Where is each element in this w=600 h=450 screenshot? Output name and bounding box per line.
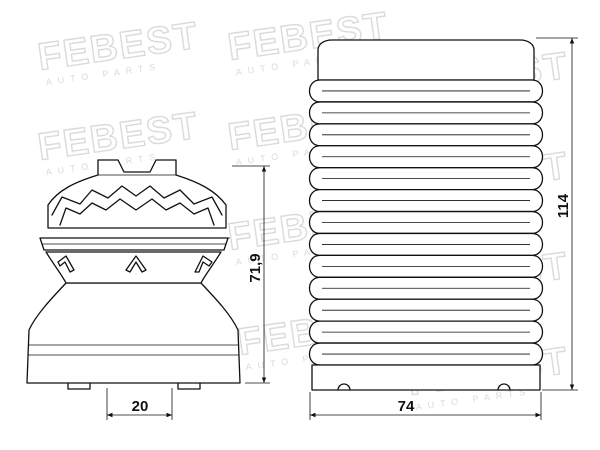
dimension-bump-stop-diameter: 20	[106, 388, 173, 420]
dust-boot-cap	[317, 39, 535, 81]
dust-boot-vent-hole	[497, 383, 511, 391]
bump-stop-base	[26, 282, 241, 384]
bump-stop-notch	[125, 255, 147, 273]
bump-stop-crown	[47, 159, 227, 229]
dust-boot-height-label: 114	[555, 193, 572, 218]
bump-stop-foot	[67, 382, 91, 390]
watermark-logo: FEBEST AUTO PARTS	[35, 14, 203, 87]
dimension-dust-boot-diameter: 74	[309, 392, 542, 420]
dust-boot-base	[311, 364, 541, 391]
dust-boot-drawing	[308, 39, 544, 391]
dust-boot-diameter-label: 74	[398, 398, 415, 415]
bump-stop-foot	[177, 382, 201, 390]
dimension-dust-boot-height: 114	[536, 37, 578, 391]
bump-stop-notch	[194, 255, 213, 273]
bump-stop-crown-teeth	[59, 198, 215, 226]
dimension-bump-stop-height: 71,9	[232, 165, 270, 384]
bump-stop-notch	[57, 255, 75, 273]
bump-stop-drawing	[26, 159, 241, 390]
bump-stop-diameter-label: 20	[132, 398, 149, 415]
bump-stop-crown-teeth	[51, 185, 223, 216]
dust-boot-rings	[308, 79, 544, 366]
bump-stop-height-label: 71,9	[247, 253, 264, 282]
dust-boot-vent-hole	[337, 383, 351, 391]
